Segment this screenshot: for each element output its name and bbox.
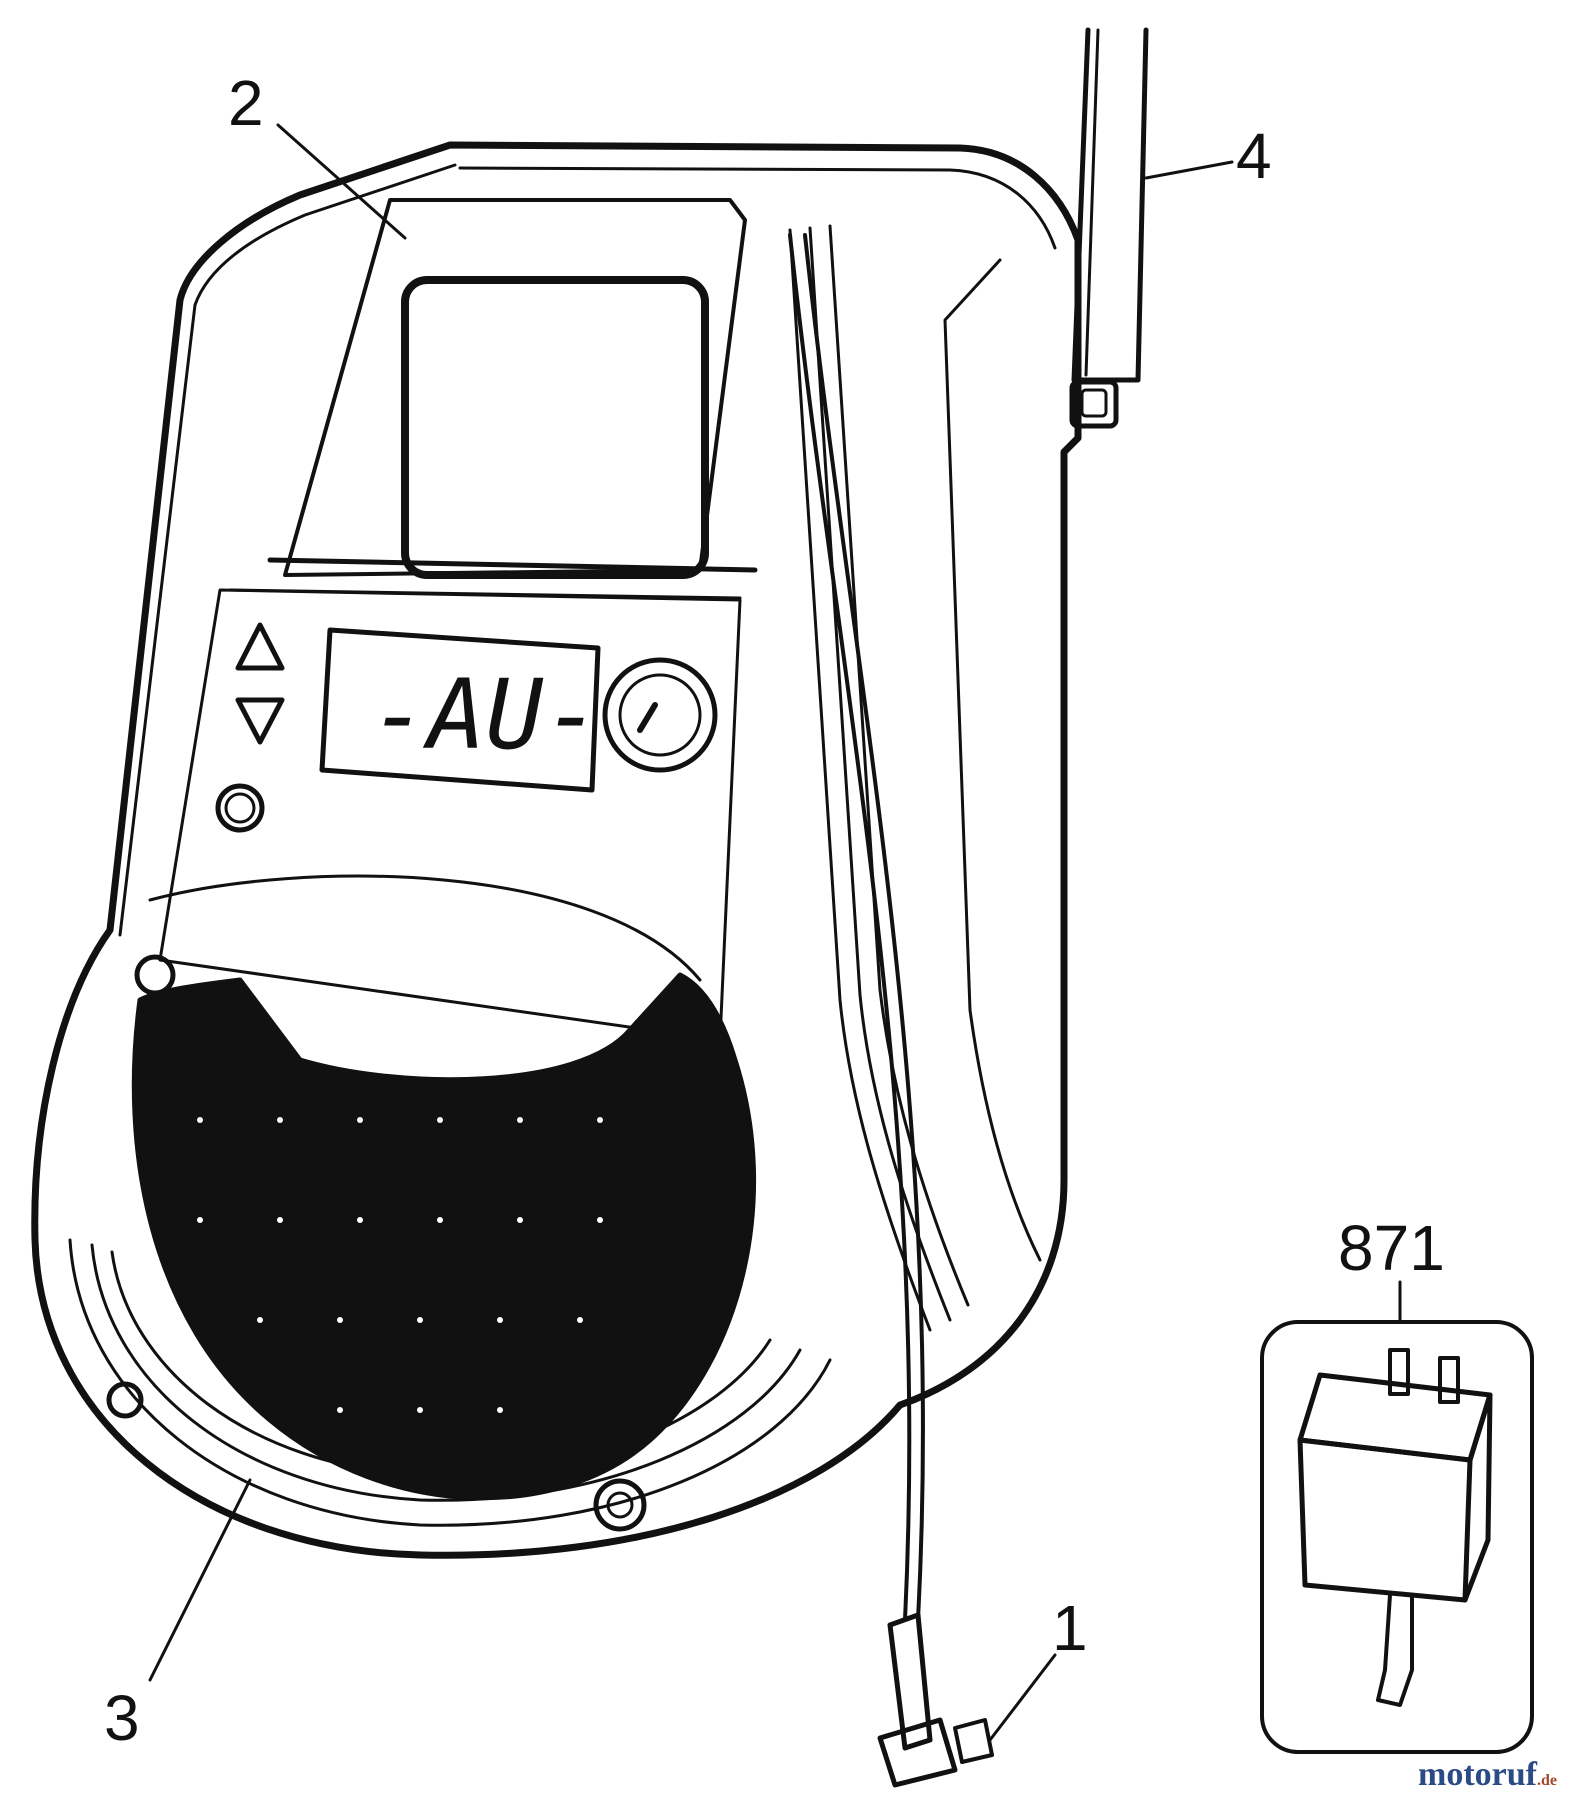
antenna <box>1069 27 1149 429</box>
watermark-suffix: .de <box>1536 1772 1557 1789</box>
lcd-display <box>319 627 601 793</box>
power-button <box>215 783 265 833</box>
top-compartment <box>228 198 758 600</box>
callout-4: 4 <box>1236 120 1272 192</box>
callout-1: 1 <box>1052 1592 1088 1664</box>
power-cord <box>788 233 994 1788</box>
screw <box>643 1018 697 1072</box>
ac-adapter <box>1260 1320 1534 1754</box>
watermark-main: motoruf <box>1418 1756 1537 1793</box>
control-panel <box>158 588 742 1042</box>
radio-housing <box>31 141 1082 1559</box>
callout-3: 3 <box>104 1682 140 1754</box>
band-selector-dial <box>602 657 718 773</box>
leader-lines <box>148 123 1402 1742</box>
speaker <box>106 874 757 1532</box>
lcd-readout: -AU- <box>370 659 601 771</box>
screw <box>106 1381 144 1419</box>
watermark-logo: motoruf.de <box>1418 1756 1557 1794</box>
screw <box>593 1478 647 1532</box>
tune-up-button <box>235 622 285 671</box>
callout-2: 2 <box>228 67 264 139</box>
screw <box>134 954 176 996</box>
callout-871: 871 <box>1338 1212 1445 1284</box>
tune-down-button <box>235 697 285 745</box>
